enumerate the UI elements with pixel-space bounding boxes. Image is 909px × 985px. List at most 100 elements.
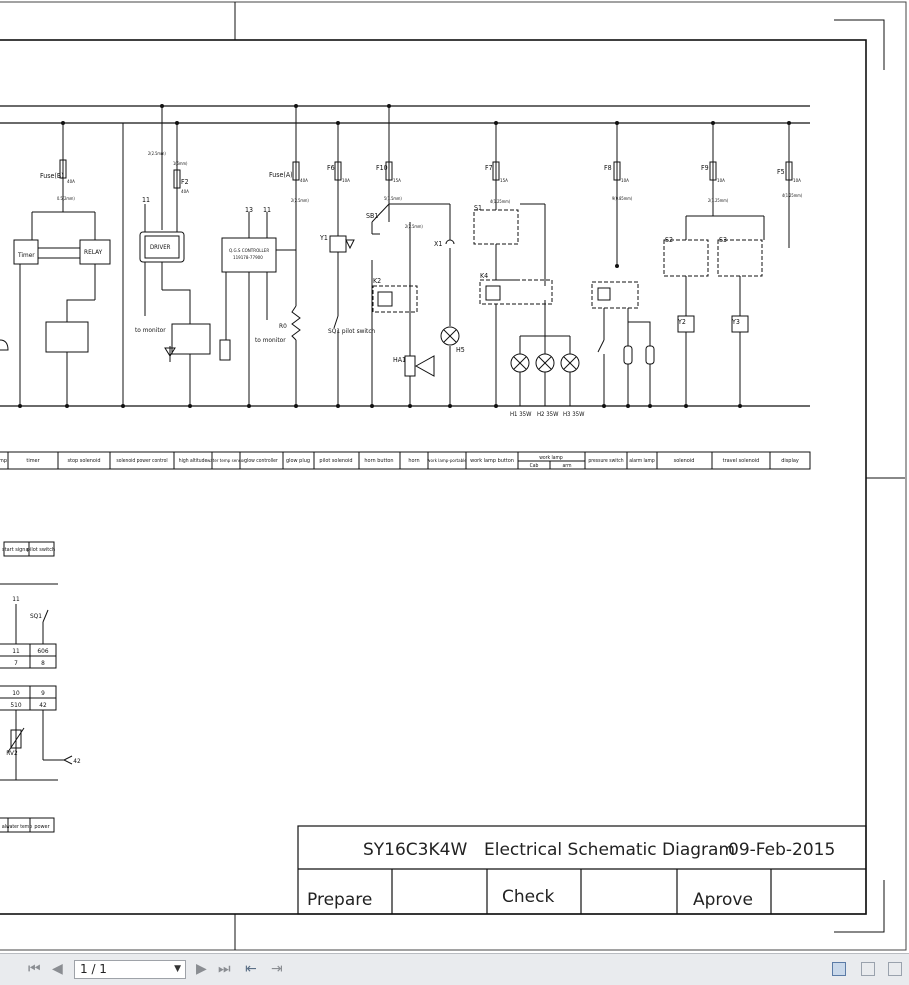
lower-header-label: start signal <box>2 547 30 553</box>
grid-cell: 42 <box>39 701 47 709</box>
wire-label-text: 0.5(2mm) 2(2.5mm) 1(6mm) 2(2.5mm) 5(1.5m… <box>57 151 803 229</box>
section-label: stop solenoid <box>68 458 101 464</box>
previous-page-icon[interactable]: ◀ <box>52 961 63 977</box>
section-label: water temp sensor <box>207 458 245 464</box>
prepare-label: Prepare <box>307 890 372 910</box>
r0-label: R0 <box>279 322 287 330</box>
section-label: horn <box>408 458 419 464</box>
lower-schematic-text: start signal pilot switch 11 SQ1 11 606 … <box>2 547 81 830</box>
y1-label: Y1 <box>319 234 328 242</box>
ha1-label: HA1 <box>393 356 406 364</box>
lamp-label: H3 35W <box>563 411 585 418</box>
wire-label: 2(2.5mm) <box>405 224 423 229</box>
work-lamp-circuit <box>473 203 580 406</box>
node-label: 13 <box>245 206 253 214</box>
fuse-label: Fuse(A) <box>269 171 293 179</box>
section-label: Cab <box>530 463 539 469</box>
wire-label: 5(1.5mm) <box>384 196 402 201</box>
grid-cell: 9 <box>41 689 45 697</box>
y2-label: Y2 <box>677 318 686 326</box>
sb1-label: SB1 <box>366 212 378 220</box>
fuse-rating: 40A <box>181 189 189 195</box>
grid-cell: 8 <box>41 659 45 667</box>
pressure-alarm-circuit <box>591 281 655 406</box>
fuse-rating: 10A <box>717 178 725 184</box>
drawing-title: Electrical Schematic Diagram <box>484 840 735 860</box>
fuse-rating: 15A <box>393 178 401 184</box>
last-page-icon[interactable]: ⏭ <box>218 961 231 977</box>
viewer-toolbar: ⏮ ◀ 1 / 1 ▼ ▶ ⏭ ⇤ ⇥ <box>0 953 909 985</box>
section-label: pilot solenoid <box>319 458 352 464</box>
lower-header-label: pilot switch <box>27 547 55 553</box>
continuous-view-icon[interactable] <box>861 962 875 976</box>
section-label: solenoid <box>674 458 695 464</box>
fuse-rating: 10A <box>342 178 350 184</box>
title-block-text: SY16C3K4W Electrical Schematic Diagram 0… <box>307 840 835 910</box>
to-monitor-label: to monitor <box>255 336 286 344</box>
section-label: pressure switch <box>588 458 623 464</box>
section-label: alarm lamp <box>629 458 655 464</box>
qgs-controller-block <box>219 212 301 406</box>
section-label: high altitude <box>179 458 208 464</box>
fuse-label: F10 <box>376 164 388 172</box>
section-label: timer <box>26 458 40 464</box>
k2-label: K2 <box>373 277 381 285</box>
section-label: solenoid power control <box>116 458 167 464</box>
section-label: horn button <box>364 458 393 464</box>
rv2-label: RV2 <box>6 749 18 757</box>
section-label-table <box>0 451 811 470</box>
chevron-down-icon[interactable]: ▼ <box>174 964 181 974</box>
sq1-label: SQ1 <box>30 612 42 620</box>
node-label: 11 <box>142 196 150 204</box>
fuse-label: F7 <box>485 164 493 172</box>
driver-block <box>122 123 211 406</box>
back-view-icon[interactable]: ⇤ <box>245 961 257 977</box>
lower-footer-label: water temp <box>6 824 32 830</box>
h5-label: H5 <box>456 346 465 354</box>
section-label: travel solenoid <box>723 458 760 464</box>
model-number: SY16C3K4W <box>363 840 467 860</box>
wire-label: 4(1.25mm) <box>782 193 803 198</box>
grid-cell: 7 <box>14 659 18 667</box>
section-label: glow plug <box>286 458 310 464</box>
next-page-icon[interactable]: ▶ <box>196 961 207 977</box>
page-number-field[interactable]: 1 / 1 ▼ <box>74 960 186 979</box>
first-page-icon[interactable]: ⏮ <box>28 961 41 977</box>
fuse-label: F6 <box>327 164 335 172</box>
qgs-controller-label: Q.G.S CONTROLLER <box>229 248 269 254</box>
qgs-code-label: 119178-77900 <box>233 255 263 261</box>
section-label: work lamp <box>539 455 563 461</box>
fuse-label: F5 <box>777 168 785 176</box>
fuse-rating: 10A <box>793 178 801 184</box>
s3-label: S3 <box>719 236 727 244</box>
lamp-label: H1 35W <box>510 411 532 418</box>
drawing-border <box>0 1 907 951</box>
forward-view-icon[interactable]: ⇥ <box>271 961 283 977</box>
wire-label: 9(0.85mm) <box>612 196 633 201</box>
fuse-rating-text: 40A 40A 40A 10A 15A 15A 10A 10A 10A <box>67 178 801 195</box>
fuse-rating: 10A <box>621 178 629 184</box>
arrow-label: 42 <box>73 757 81 765</box>
s1-label: S1 <box>474 204 482 212</box>
document-viewport: Fuse(B) F2 Fuse(A) F6 F10 F7 F8 F9 F5 40… <box>0 0 909 953</box>
bus-lines <box>0 105 810 407</box>
fuse-columns <box>59 106 793 266</box>
single-page-view-icon[interactable] <box>832 962 846 976</box>
to-monitor-label: to monitor <box>135 326 166 334</box>
wire-label: 4(1.25mm) <box>490 199 511 204</box>
fuse-rating: 40A <box>300 178 308 184</box>
section-label: work lamp button <box>470 458 514 464</box>
title-block <box>297 825 867 915</box>
grid-cell: 11 <box>12 647 20 655</box>
lamp-label: H2 35W <box>537 411 559 418</box>
horn-circuit <box>371 203 460 406</box>
drawing-date: 09-Feb-2015 <box>728 840 835 860</box>
pilot-circuit <box>329 235 355 406</box>
fuse-label: F8 <box>604 164 612 172</box>
grid-cell: 606 <box>37 647 48 655</box>
two-page-view-icon[interactable] <box>888 962 902 976</box>
check-label: Check <box>502 887 554 907</box>
section-label: glow controller <box>244 458 278 464</box>
k4-label: K4 <box>480 272 488 280</box>
s2-label: S2 <box>665 236 673 244</box>
